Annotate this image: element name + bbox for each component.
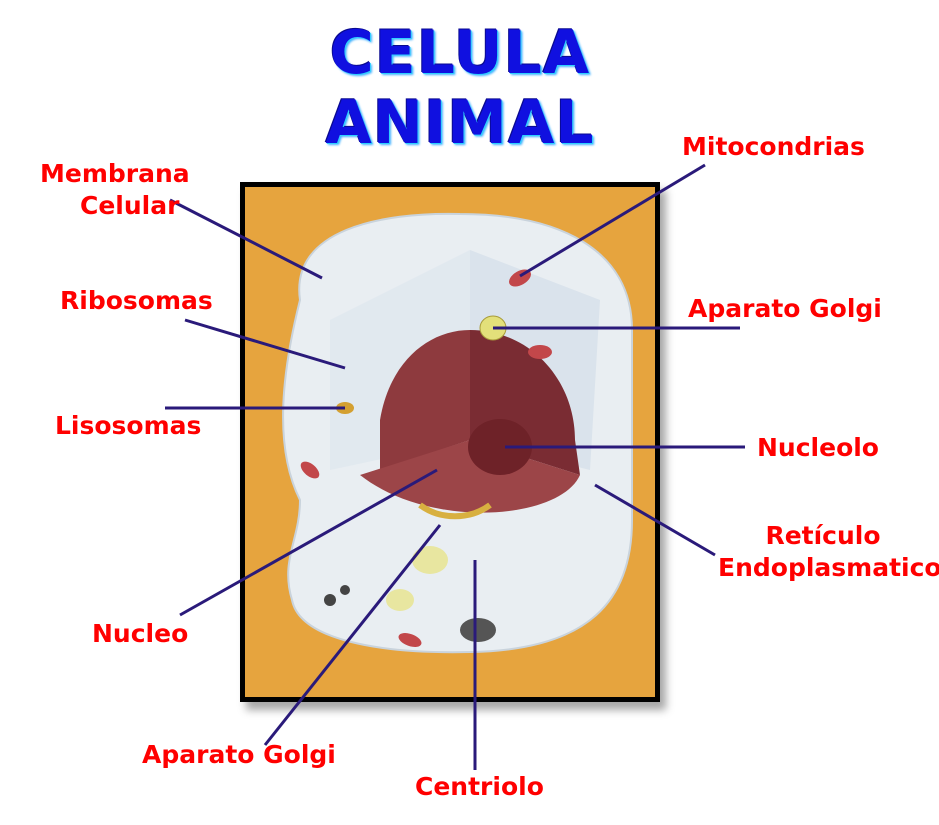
label-line-1: Retículo — [765, 521, 881, 550]
label-centriolo: Centriolo — [415, 772, 544, 801]
cell-body — [282, 212, 633, 654]
label-line-2: Endoplasmatico — [718, 553, 939, 582]
label-mitocondrias: Mitocondrias — [682, 132, 865, 161]
label-line-1: Membrana — [40, 159, 190, 188]
label-aparato-golgi-right: Aparato Golgi — [688, 294, 882, 323]
leader-line-golgi-bottom — [263, 524, 442, 746]
leader-line-mitocondrias — [519, 163, 706, 278]
label-ribosomas: Ribosomas — [60, 286, 213, 315]
leader-line-membrana — [169, 198, 323, 280]
diagram-title: CELULA ANIMAL — [325, 18, 595, 158]
label-lisosomas: Lisosomas — [55, 411, 202, 440]
label-membrana-celular: Membrana Celular — [40, 158, 190, 222]
leader-line-reticulo — [594, 483, 716, 557]
label-aparato-golgi-bottom: Aparato Golgi — [142, 740, 336, 769]
leader-line-nucleo — [179, 468, 438, 617]
leader-lines — [165, 163, 745, 770]
label-reticulo-endoplasmatico: Retículo Endoplasmatico — [718, 520, 939, 584]
label-nucleolo: Nucleolo — [757, 433, 879, 462]
label-nucleo: Nucleo — [92, 619, 189, 648]
label-line-2: Celular — [80, 191, 180, 220]
leader-line-ribosomas — [184, 318, 346, 370]
